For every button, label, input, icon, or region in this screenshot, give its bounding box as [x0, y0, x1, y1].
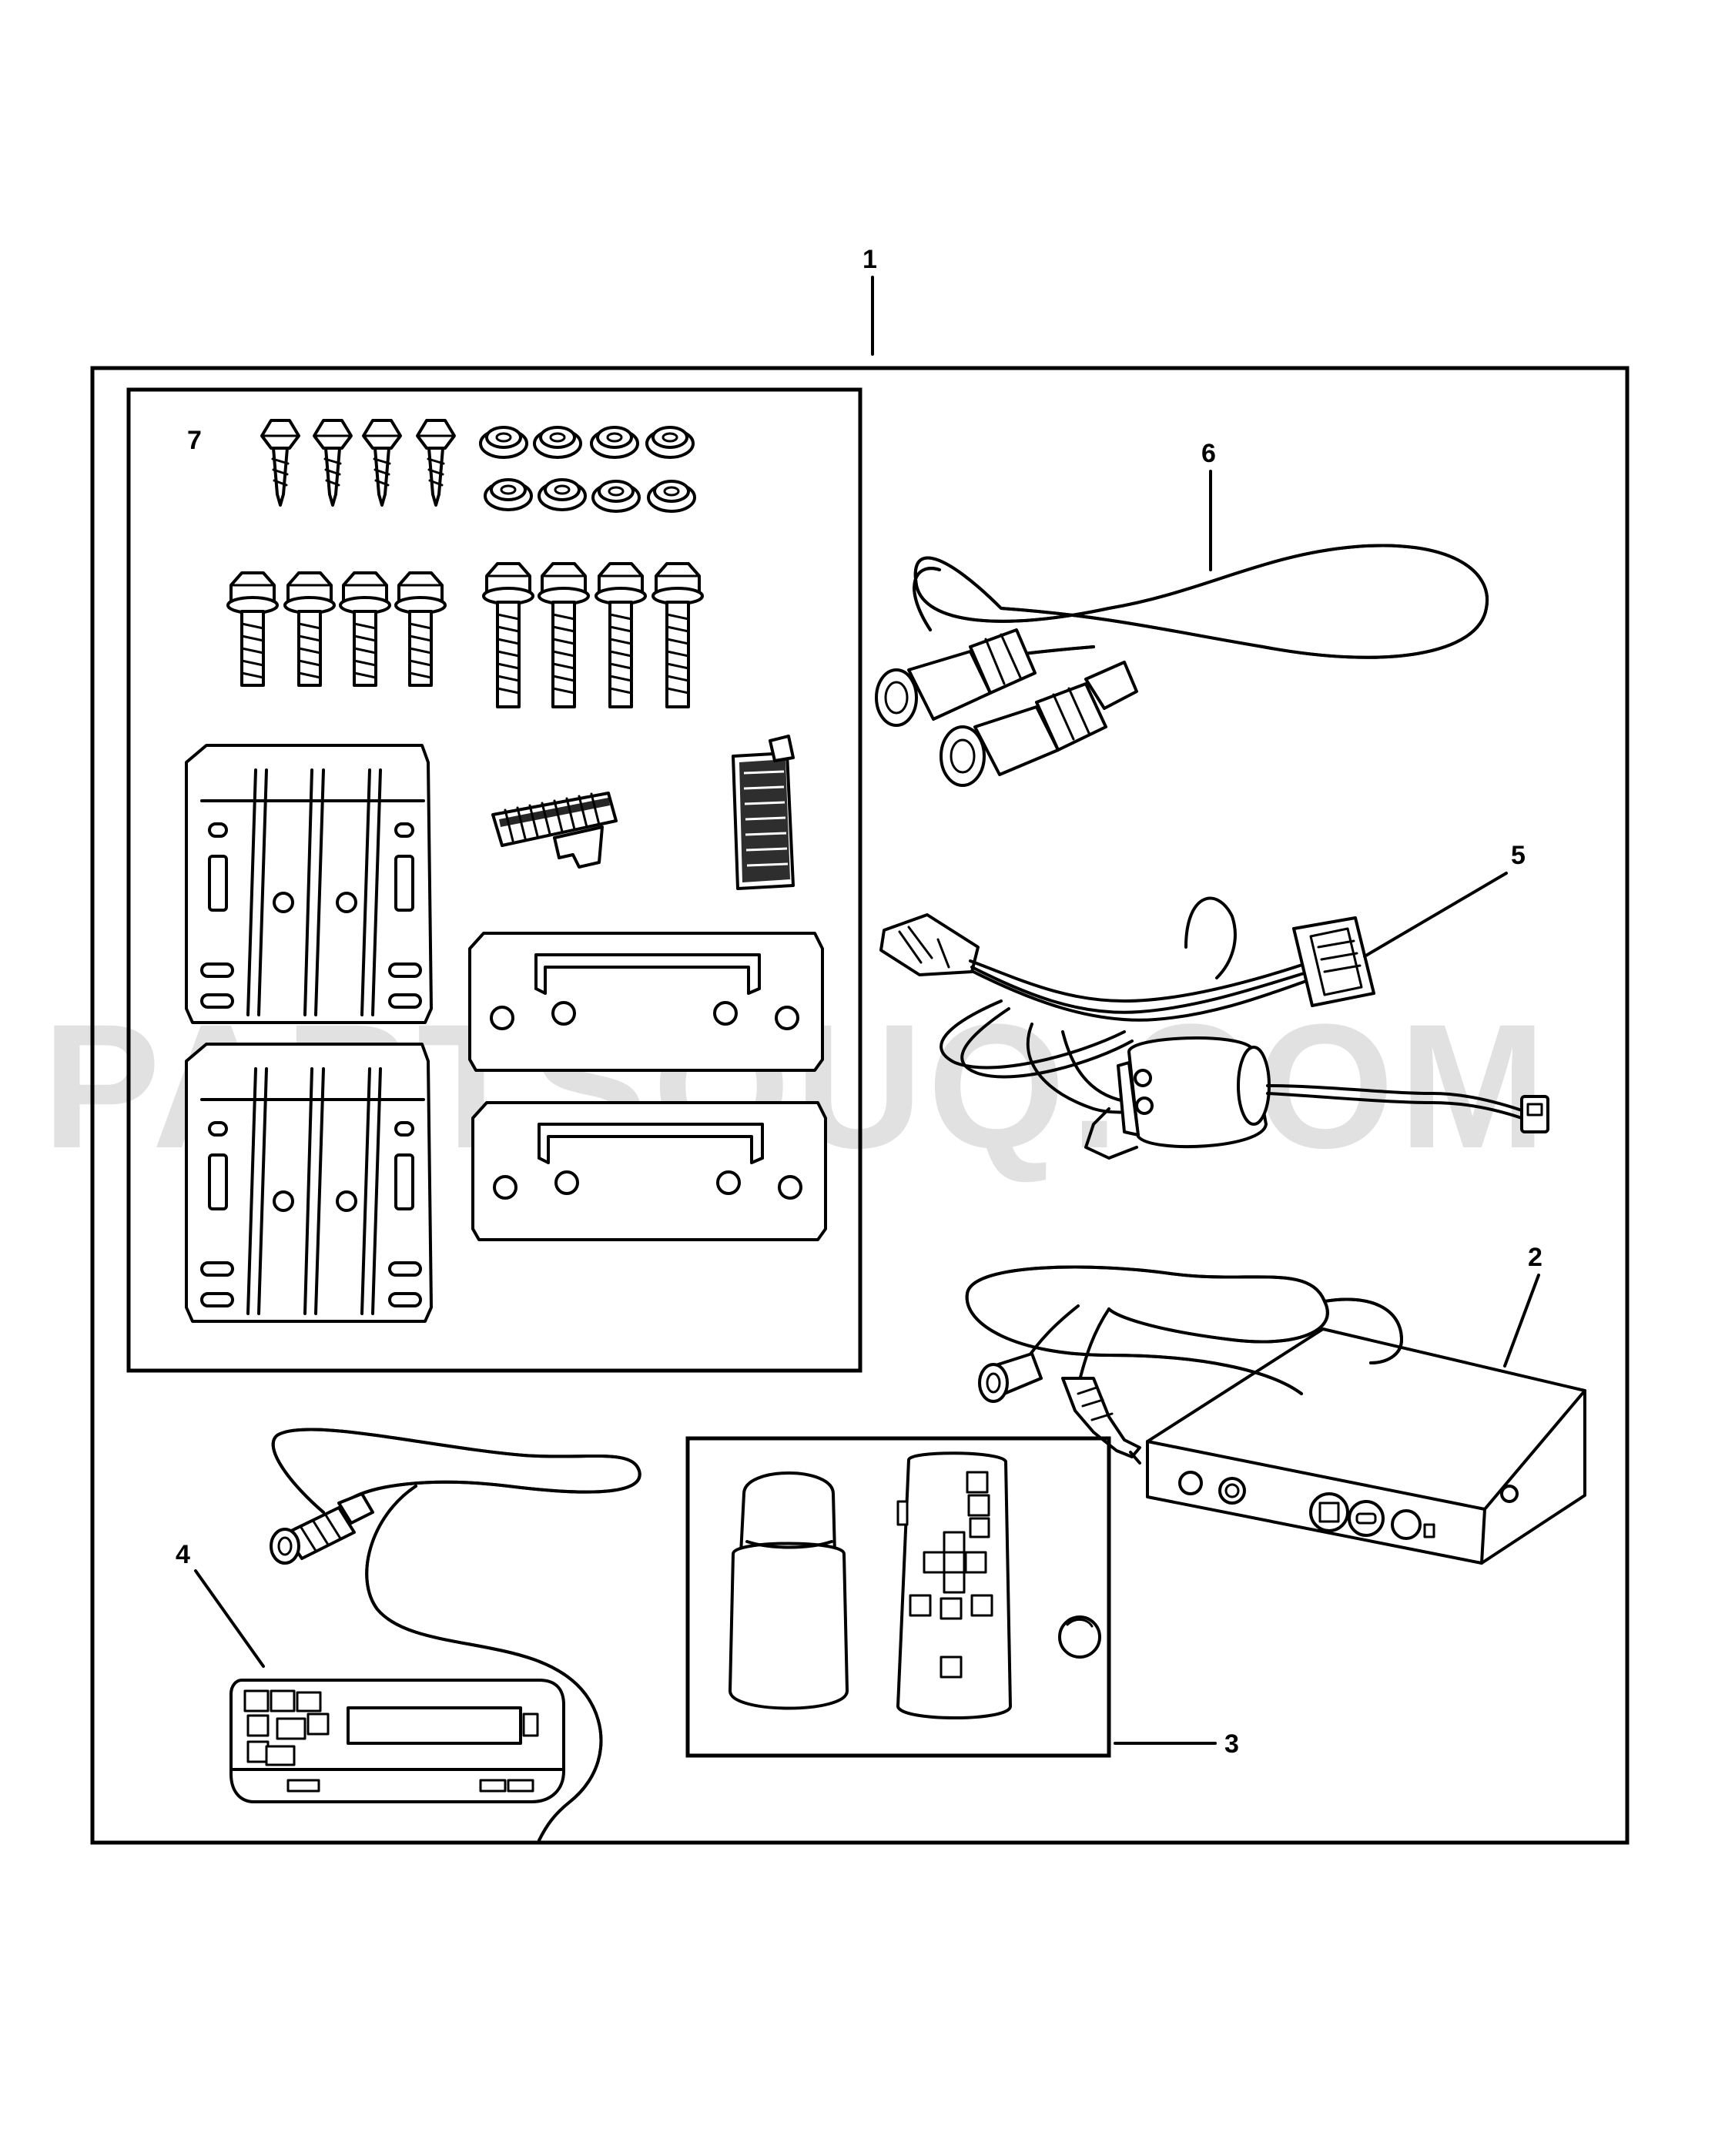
long-hex-bolt	[482, 562, 534, 708]
flange-nut	[538, 478, 587, 511]
tapping-screw	[313, 419, 353, 507]
kit-outer-frame	[90, 366, 1630, 1845]
display-unit	[229, 1679, 565, 1803]
fitting-kit-frame	[126, 387, 862, 1373]
callout-4-leader	[194, 1569, 265, 1668]
hex-bolt	[283, 571, 336, 687]
wiring-harness	[879, 896, 1549, 1160]
video-cable	[875, 544, 1489, 787]
callout-5-leader	[1363, 872, 1508, 958]
flange-nut	[645, 426, 695, 459]
callout-1[interactable]: 1	[862, 245, 877, 274]
callout-5[interactable]: 5	[1511, 841, 1526, 870]
long-hex-bolt	[538, 562, 590, 708]
long-hex-bolt	[651, 562, 704, 708]
antenna-cable	[965, 1265, 1403, 1465]
display-cable	[270, 1428, 641, 1842]
velcro-strip	[491, 792, 618, 869]
hex-bolt	[339, 571, 391, 687]
flange-nut	[590, 426, 639, 459]
callout-6[interactable]: 6	[1201, 439, 1216, 468]
remote-kit-frame	[685, 1436, 1111, 1758]
mounting-bracket	[185, 744, 433, 1024]
side-plate	[468, 932, 824, 1072]
battery	[729, 1471, 849, 1710]
hex-bolt	[226, 571, 279, 687]
tapping-screw	[362, 419, 402, 507]
side-plate	[471, 1101, 827, 1241]
control-unit	[1146, 1327, 1586, 1565]
tapping-screw	[260, 419, 300, 507]
callout-4[interactable]: 4	[176, 1540, 190, 1569]
tapping-screw	[416, 419, 456, 507]
callout-7[interactable]: 7	[187, 426, 202, 455]
remote-control	[896, 1451, 1012, 1719]
mounting-bracket	[185, 1043, 433, 1323]
callout-2[interactable]: 2	[1528, 1243, 1542, 1272]
flange-nut	[591, 480, 641, 513]
callout-3[interactable]: 3	[1224, 1729, 1239, 1759]
flange-nut	[647, 480, 696, 513]
flange-nut	[479, 426, 528, 459]
flange-nut	[533, 426, 582, 459]
velcro-strip	[732, 735, 795, 890]
coin-cell	[1058, 1615, 1101, 1659]
flange-nut	[484, 478, 533, 511]
callout-2-leader	[1503, 1274, 1540, 1368]
hex-bolt	[394, 571, 447, 687]
long-hex-bolt	[595, 562, 647, 708]
